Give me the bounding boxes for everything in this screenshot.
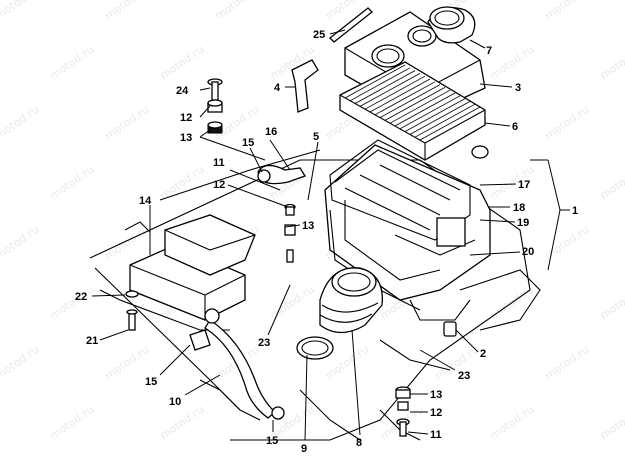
- callout-15-upper: 15: [242, 137, 254, 149]
- left-fasteners: [125, 290, 211, 351]
- filter-pleat-line: [409, 101, 471, 135]
- watermark-text: motod.ru: [543, 0, 592, 22]
- drain-hose: [204, 308, 285, 420]
- watermark-text: motod.ru: [598, 403, 625, 443]
- callout-23-left: 23: [258, 337, 270, 349]
- callout-12-upper: 12: [180, 112, 192, 124]
- callout-20: 20: [522, 246, 534, 258]
- callout-3: 3: [515, 82, 521, 94]
- callout-18: 18: [513, 202, 525, 214]
- filter-pleat-line: [364, 75, 426, 110]
- watermark-text: motod.ru: [48, 43, 97, 83]
- bolt-stack-lower: [395, 386, 411, 437]
- filter-pleat-line: [359, 73, 421, 107]
- callout-8: 8: [356, 437, 362, 449]
- watermark-text: motod.ru: [543, 343, 592, 383]
- filter-pleat-line: [419, 106, 481, 141]
- callout-24: 24: [176, 85, 189, 97]
- leader-lines: [91, 29, 570, 441]
- callout-13-mid: 13: [302, 220, 314, 232]
- breather-hose: [257, 164, 306, 185]
- callout-25: 25: [313, 29, 325, 41]
- watermark-text: motod.ru: [543, 103, 592, 143]
- callout-1: 1: [572, 205, 578, 217]
- callout-11-upper: 11: [213, 157, 225, 169]
- callout-7: 7: [486, 45, 492, 57]
- callout-11-lower: 11: [430, 429, 442, 441]
- callout-19: 19: [517, 217, 529, 229]
- callout-2: 2: [480, 348, 486, 360]
- watermark-text: motod.ru: [598, 43, 625, 83]
- watermark-text: motod.ru: [0, 0, 41, 22]
- watermark-text: motod.ru: [268, 283, 317, 323]
- watermark-text: motod.ru: [103, 103, 152, 143]
- intake-funnel: [427, 6, 476, 44]
- seal-strip: [329, 7, 373, 43]
- watermark-text: motod.ru: [0, 103, 41, 143]
- bolt-stack-mid: [284, 203, 296, 263]
- watermark-text: motod.ru: [433, 343, 482, 383]
- frame-structure: [89, 149, 541, 441]
- callout-4: 4: [274, 82, 281, 94]
- bolt-stack-upper: [207, 78, 223, 134]
- grommet: [443, 321, 457, 337]
- callout-16: 16: [265, 126, 277, 138]
- callout-5: 5: [313, 131, 319, 143]
- watermark-text: motod.ru: [103, 0, 152, 22]
- callout-labels: 25 7 24 4 3 12 13 15 16 5 6 11 17 12 1 1…: [75, 29, 578, 455]
- watermark-text: motod.ru: [158, 43, 207, 83]
- callout-12-mid: 12: [213, 179, 225, 191]
- filter-pleat-line: [349, 67, 411, 102]
- callout-12-lower: 12: [430, 407, 442, 419]
- filter-pleat-line: [369, 78, 431, 113]
- watermark-text: motod.ru: [598, 163, 625, 203]
- watermark-text: motod.ru: [213, 0, 262, 22]
- callout-17: 17: [518, 179, 530, 191]
- filter-pleat-line: [399, 95, 461, 130]
- intake-boot: [296, 267, 383, 360]
- filter-pleat-line: [394, 92, 456, 127]
- side-box: [129, 214, 256, 321]
- watermark-text: motod.ru: [48, 403, 97, 443]
- callout-13-lower: 13: [430, 389, 442, 401]
- callout-15-mid: 15: [145, 376, 157, 388]
- filter-pleat-line: [379, 84, 441, 118]
- watermark-text: motod.ru: [543, 223, 592, 263]
- airbox-housing: [324, 139, 491, 321]
- callout-22: 22: [75, 291, 87, 303]
- bracket: [291, 59, 319, 113]
- watermark-text: motod.ru: [48, 163, 97, 203]
- callout-14: 14: [139, 195, 152, 207]
- watermark-text: motod.ru: [48, 283, 97, 323]
- watermark-text: motod.ru: [598, 283, 625, 323]
- filter-pleat-line: [384, 87, 446, 121]
- filter-pleat-line: [344, 64, 406, 99]
- watermark-text: motod.ru: [488, 403, 537, 443]
- watermark-text: motod.ru: [158, 163, 207, 203]
- watermark-text: motod.ru: [488, 43, 537, 83]
- air-filter-element: [339, 61, 489, 161]
- callout-6: 6: [512, 121, 518, 133]
- callout-23-right: 23: [458, 370, 470, 382]
- callout-13-upper: 13: [180, 132, 192, 144]
- callout-9: 9: [301, 443, 307, 455]
- callout-10: 10: [169, 396, 181, 408]
- watermark-text: motod.ru: [158, 403, 207, 443]
- filter-pleat-line: [414, 103, 476, 138]
- filter-pleat-line: [374, 81, 436, 116]
- watermark-text: motod.ru: [0, 223, 41, 263]
- filter-pleat-line: [404, 98, 466, 132]
- filter-pleat-line: [354, 70, 416, 104]
- callout-21: 21: [86, 335, 98, 347]
- callout-15-lower: 15: [266, 435, 278, 447]
- filter-pleat-line: [389, 89, 451, 124]
- watermark-text: motod.ru: [0, 343, 41, 383]
